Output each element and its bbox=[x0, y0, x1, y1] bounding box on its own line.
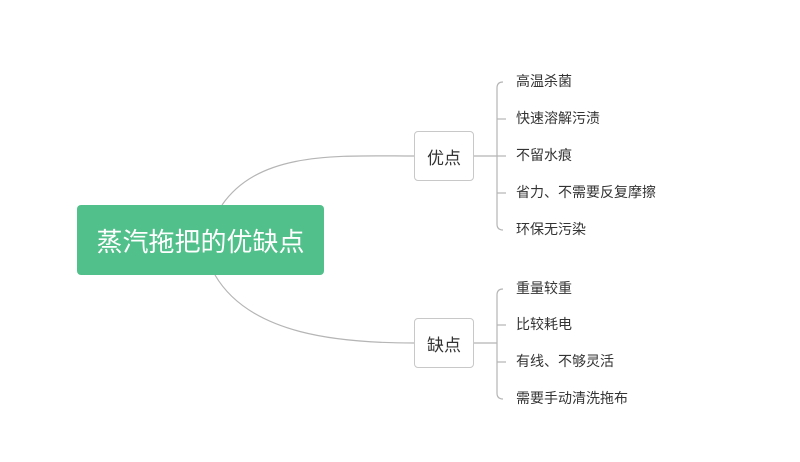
leaf-node-cons-3[interactable]: 有线、不够灵活 bbox=[516, 354, 614, 370]
root-to-pros-curve bbox=[221, 155, 415, 206]
branch-label-cons: 缺点 bbox=[427, 335, 461, 356]
leaf-node-pros-4[interactable]: 省力、不需要反复摩擦 bbox=[516, 185, 656, 201]
leaf-node-cons-1[interactable]: 重量较重 bbox=[516, 281, 572, 297]
leaf-node-cons-2[interactable]: 比较耗电 bbox=[516, 317, 572, 333]
leaf-node-pros-1[interactable]: 高温杀菌 bbox=[516, 74, 572, 90]
leaf-node-cons-4[interactable]: 需要手动清洗拖布 bbox=[516, 391, 628, 407]
root-node[interactable]: 蒸汽拖把的优缺点 bbox=[77, 205, 324, 275]
branch-node-pros[interactable]: 优点 bbox=[414, 131, 474, 181]
leaf-node-pros-2[interactable]: 快速溶解污渍 bbox=[516, 111, 600, 127]
branch-label-pros: 优点 bbox=[427, 148, 461, 169]
root-node-label: 蒸汽拖把的优缺点 bbox=[96, 227, 305, 258]
leaf-node-pros-3[interactable]: 不留水痕 bbox=[516, 148, 572, 164]
branch-node-cons[interactable]: 缺点 bbox=[414, 318, 474, 368]
cons-bracket bbox=[496, 288, 504, 400]
leaf-node-pros-5[interactable]: 环保无污染 bbox=[516, 222, 586, 238]
root-to-cons-curve bbox=[214, 274, 415, 344]
